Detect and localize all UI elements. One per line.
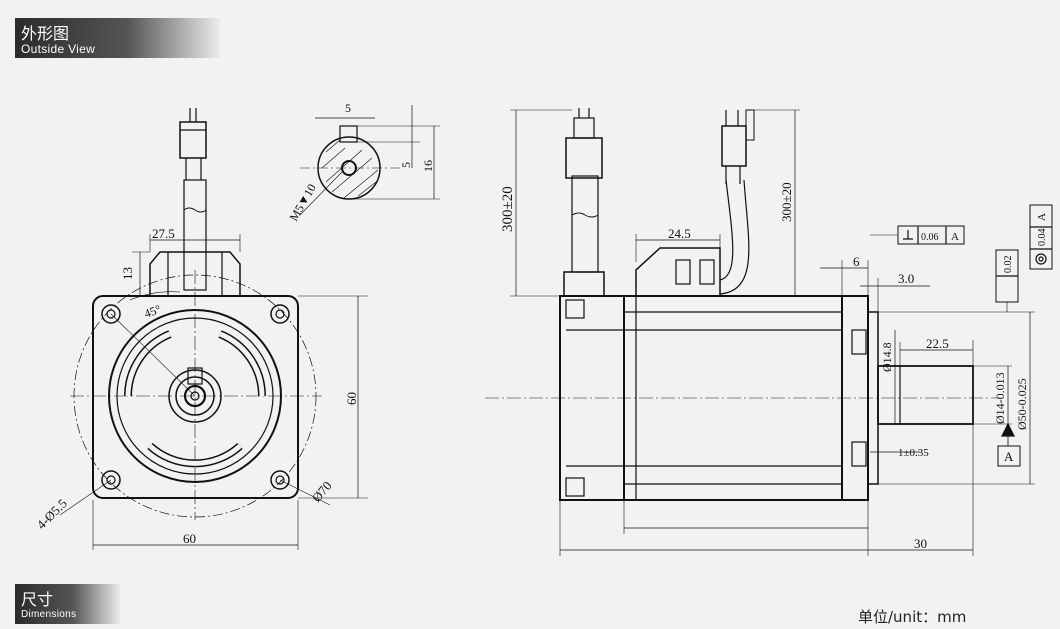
side-view <box>485 108 1053 556</box>
dim-connector-width: 24.5 <box>668 226 691 241</box>
dim-key-depth: 5 <box>399 162 413 168</box>
dim-flange-thickness: 6 <box>853 254 860 269</box>
unit-note: 单位/unit：mm <box>858 608 967 626</box>
dim-width: 60 <box>183 531 196 546</box>
dim-connector-height: 13 <box>120 267 135 280</box>
dim-holes: 4-Ø5.5 <box>34 496 70 532</box>
dim-flange-edge: 3.0 <box>898 271 914 286</box>
tol-conc-value: 0.04 <box>1037 229 1048 247</box>
body-circle <box>108 309 282 483</box>
dim-cable-right: 300±20 <box>779 182 794 222</box>
dim-height: 60 <box>344 392 359 405</box>
dim-cable-left: 300±20 <box>500 186 516 232</box>
tol-perp-ref: A <box>951 231 959 243</box>
dim-flange-width: 27.5 <box>152 226 175 241</box>
tol-conc-ref: A <box>1036 213 1048 221</box>
header-title-en: Outside View <box>21 42 96 56</box>
dim-shaft-dia: Ø14-0.013 <box>993 372 1007 424</box>
dim-pilot-dia: Ø50-0.025 <box>1015 378 1029 430</box>
dim-thread: M5▼10 <box>286 181 318 223</box>
tol-perp-value: 0.06 <box>921 232 939 243</box>
dim-bolt-circle: Ø70 <box>309 478 335 505</box>
flange-square <box>92 295 299 499</box>
dim-angle: 45° <box>142 302 163 321</box>
dim-key-width: 5 <box>345 101 351 115</box>
dimensions-footer-tag: 尺寸 Dimensions <box>15 584 120 624</box>
tol-runout-value: 0.02 <box>1003 256 1014 274</box>
footer-title-en: Dimensions <box>21 609 77 620</box>
bolt-circle <box>73 274 317 518</box>
header-title-cn: 外形图 <box>21 24 70 43</box>
dim-total: 30 <box>914 536 927 551</box>
datum-label: A <box>1004 449 1014 464</box>
front-view <box>59 108 368 550</box>
outside-view-header: 外形图 Outside View <box>15 18 220 58</box>
dim-shaft-height: 16 <box>421 160 435 172</box>
footer-title-cn: 尺寸 <box>21 590 54 609</box>
dim-shaft-length: 22.5 <box>926 336 949 351</box>
dim-shoulder: Ø14.8 <box>880 342 894 372</box>
shaft <box>877 365 974 425</box>
shaft-section <box>299 105 440 216</box>
dim-gap: 1±0.35 <box>898 447 929 459</box>
